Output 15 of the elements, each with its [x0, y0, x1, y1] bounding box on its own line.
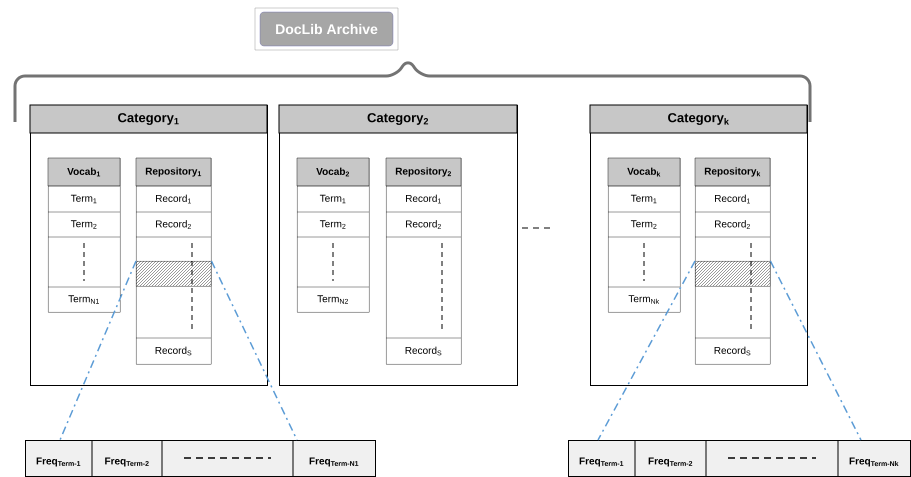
title-box: DocLib Archive: [254, 8, 398, 50]
leader-line: [597, 260, 696, 440]
hatched-bar: [695, 261, 770, 286]
vocabulary-table: Vocab$_{k}$ Term$_{1}$ Term$_{2}$ Term$_{Nk}$: [608, 158, 680, 312]
hatched-bar: [136, 261, 212, 286]
vocabulary-table: Vocab$_{1}$ Term$_{1}$ Term$_{2}$ Term$_{N1}$: [48, 158, 120, 312]
leader-line: [210, 260, 298, 440]
frequency-vector: Freq$_{Term-1}$ Freq$_{Term-2}$ Freq$_{Term-N1}$: [25, 440, 376, 477]
repository-table: Repository$_{1}$ Record$_{1}$ Record$_{2}$ Record$_{S}$: [136, 158, 212, 364]
frequency-vector: Freq$_{Term-1}$ Freq$_{Term-2}$ Freq$_{Term-Nk}$: [568, 440, 911, 477]
leader-line: [770, 260, 862, 440]
repository-table: Repository$_{k}$ Record$_{1}$ Record$_{2}$ Record$_{S}$: [694, 158, 770, 364]
repository-table: Repository$_{2}$ Record$_{1}$ Record$_{2}$ Record$_{S}$: [386, 158, 462, 364]
vocabulary-table: Vocab$_{2}$ Term$_{1}$ Term$_{2}$ Term$_{N2}$: [296, 158, 370, 312]
leader-line: [59, 260, 137, 440]
